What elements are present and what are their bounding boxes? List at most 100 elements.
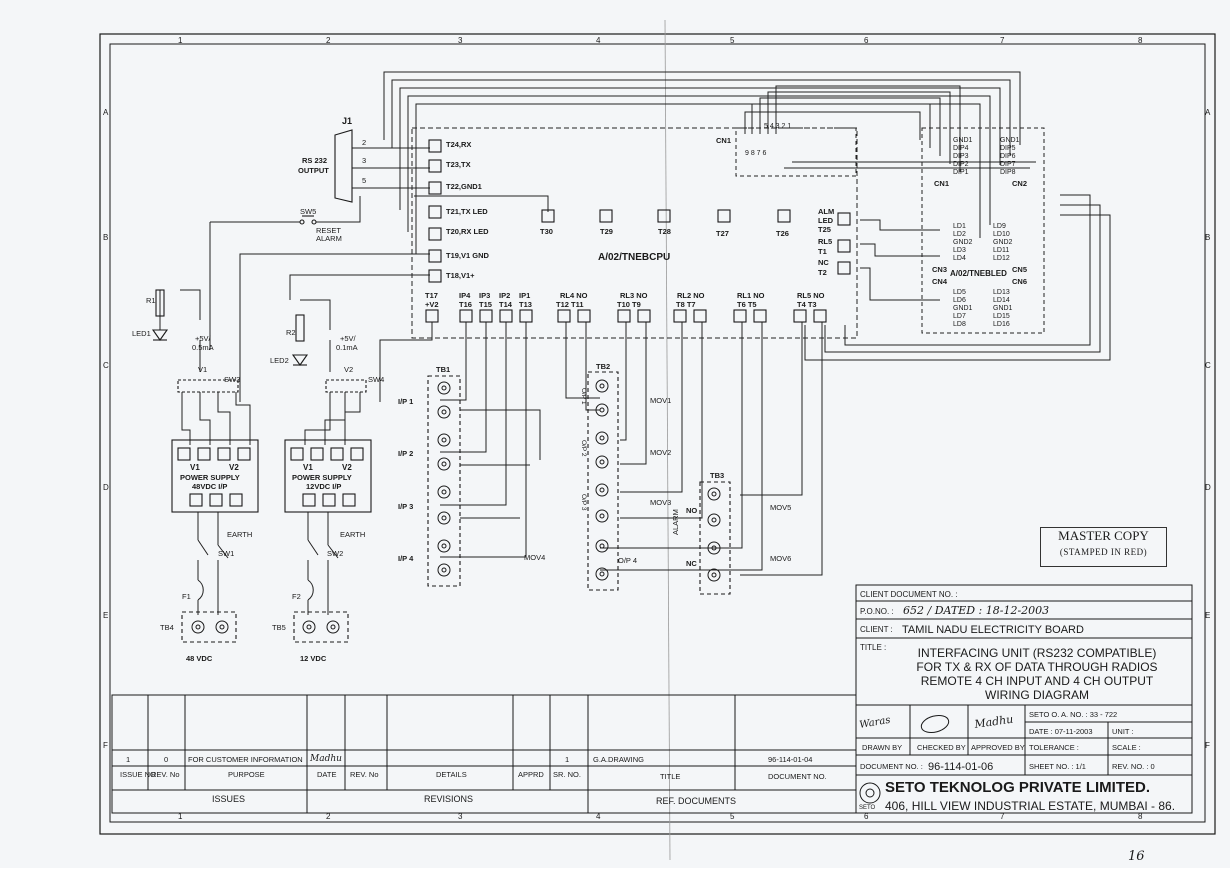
cn1-label: CN1: [716, 136, 731, 145]
cpu-bot-bot-1: T16: [459, 300, 472, 309]
drawn-by: DRAWN BY: [862, 743, 902, 752]
power-terminal-dot-1: [219, 624, 225, 630]
cpu-left-terminal-3: [428, 205, 442, 219]
psu-r-sw: SW4: [368, 375, 384, 384]
hdr-details: DETAILS: [436, 770, 467, 779]
rs232-label-2: OUTPUT: [298, 166, 329, 175]
cpu-bottom-terminal-4: [519, 309, 533, 323]
power-terminal-0: [191, 620, 205, 634]
cpu-bot-bot-8: T6 T5: [737, 300, 757, 309]
rev-sr-no: 1: [565, 755, 569, 764]
psu-r-v: V2: [344, 365, 353, 374]
r2: R2: [286, 328, 296, 337]
tb2-terminal-3: [595, 455, 609, 469]
client-label: CLIENT :: [860, 625, 893, 634]
cpu-bottom-terminal-8: [637, 309, 651, 323]
tolerance: TOLERANCE :: [1029, 743, 1079, 752]
tb1-terminal-6: [437, 539, 451, 553]
cpu-bottom-terminal-14: [813, 309, 827, 323]
cn2-1: DIP5: [1000, 145, 1016, 152]
tb1-name: TB1: [436, 365, 450, 374]
cpu-bot-top-2: IP3: [479, 291, 490, 300]
frame-row-right-E: E: [1205, 611, 1210, 620]
cpu-term-1: T23,TX: [446, 160, 471, 169]
client-doc-label: CLIENT DOCUMENT NO. :: [860, 590, 958, 599]
cpu-left-terminal-6: [428, 269, 442, 283]
seto-logo: [859, 782, 881, 804]
tb2-terminal-4: [595, 483, 609, 497]
psu-l-out: 48 VDC: [186, 654, 213, 663]
title-line-3: REMOTE 4 CH INPUT AND 4 CH OUTPUT: [921, 674, 1154, 688]
doc-no-value: 96-114-01-06: [928, 761, 993, 773]
cn3-3: LD3: [953, 247, 966, 254]
psu-r-s2: 0.1mA: [336, 343, 358, 352]
cn1-3: DIP2: [953, 161, 969, 168]
frame-col-bottom-7: 7: [1000, 812, 1005, 821]
hdr-rev-no: REV. No: [151, 770, 180, 779]
psu-terminal-5: [310, 447, 324, 461]
tb1-terminal-dot-7: [441, 567, 447, 573]
cn2-4: DIP8: [1000, 169, 1016, 176]
cn3-label: CN3: [932, 265, 947, 274]
cpu-bot-top-3: IP2: [499, 291, 510, 300]
psu-r-earth: EARTH: [340, 530, 365, 539]
frame-col-bottom-6: 6: [864, 812, 869, 821]
cpu-bottom-terminal-5: [557, 309, 571, 323]
master-copy-stamp: MASTER COPY (STAMPED IN RED): [1040, 527, 1167, 567]
cn6-4: LD16: [993, 321, 1010, 328]
psu-terminal-13: [342, 493, 356, 507]
rl5-label: RL5: [818, 237, 832, 246]
rev-issue-no: 1: [126, 755, 130, 764]
client-value: TAMIL NADU ELECTRICITY BOARD: [902, 624, 1084, 636]
tb1-terminal-4: [437, 485, 451, 499]
power-terminal-3: [326, 620, 340, 634]
psu-l-fuse: F1: [182, 592, 191, 601]
frame-row-right-A: A: [1205, 108, 1211, 117]
cpu-bottom-terminal-13: [793, 309, 807, 323]
stamp-line-1: MASTER COPY: [1058, 528, 1149, 543]
cpu-top-terminal-1: [599, 209, 613, 223]
cpu-term-6: T18,V1+: [446, 271, 475, 280]
frame-row-left-D: D: [103, 483, 109, 492]
tb1-terminal-dot-5: [441, 515, 447, 521]
tb3-terminal-0: [707, 487, 721, 501]
psu-r-s1: +5V/: [340, 334, 357, 343]
tb1-terminal-7: [437, 563, 451, 577]
cn2-bottom: CN2: [1012, 179, 1027, 188]
cpu-top-terminal-4: [777, 209, 791, 223]
cn1-0: GND1: [953, 137, 973, 144]
tb3-nc: NC: [686, 559, 697, 568]
cn5-label: CN5: [1012, 265, 1027, 274]
cn2-3: DIP7: [1000, 161, 1016, 168]
frame-row-right-D: D: [1205, 483, 1211, 492]
psu-terminal-0: [177, 447, 191, 461]
tb1-terminal-dot-6: [441, 543, 447, 549]
frame-row-left-F: F: [103, 741, 108, 750]
led1: LED1: [132, 329, 151, 338]
cpu-bottom-terminal-11: [733, 309, 747, 323]
cn5-1: LD10: [993, 231, 1010, 238]
cpu-top-term-4: T26: [776, 229, 789, 238]
cpu-top-term-1: T29: [600, 227, 613, 236]
rl5-t1: T1: [818, 247, 827, 256]
frame-row-right-B: B: [1205, 233, 1210, 242]
power-terminal-dot-3: [330, 624, 336, 630]
psu-l-title2: 48VDC I/P: [192, 482, 227, 491]
tb1-terminal-1: [437, 405, 451, 419]
cpu-top-term-3: T27: [716, 229, 729, 238]
tb3-terminal-dot-2: [711, 545, 717, 551]
cpu-bot-bot-3: T14: [499, 300, 513, 309]
rev-sig: Madhu: [309, 754, 342, 764]
power-terminal-1: [215, 620, 229, 634]
psu-terminal-4: [290, 447, 304, 461]
footer-revisions: REVISIONS: [424, 794, 473, 804]
frame-col-bottom-8: 8: [1138, 812, 1143, 821]
tb1-terminal-0: [437, 381, 451, 395]
cn4-0: LD5: [953, 289, 966, 296]
hdr-title: TITLE: [660, 772, 680, 781]
tb2-mov1: MOV1: [650, 396, 671, 405]
title-label: TITLE :: [860, 643, 886, 652]
frame-col-top-6: 6: [864, 36, 869, 45]
power-terminal-2: [302, 620, 316, 634]
